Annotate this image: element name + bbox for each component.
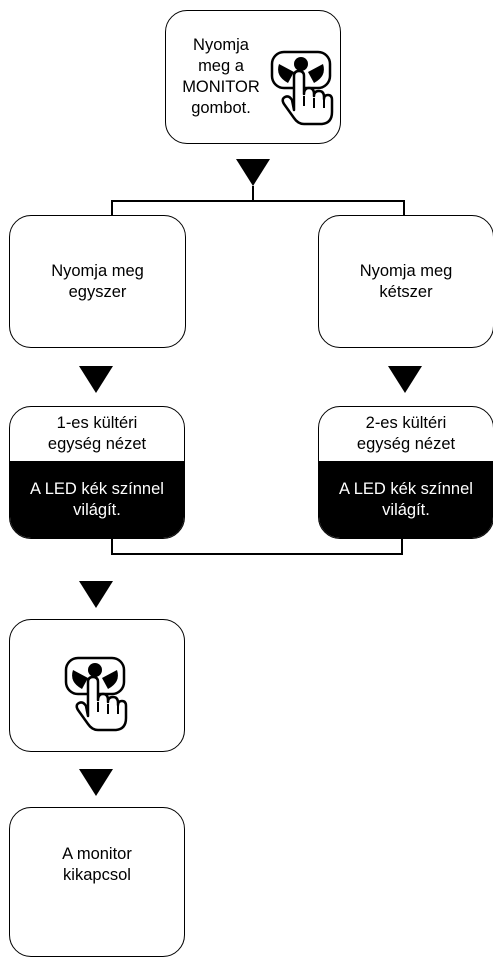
flow-arrow-down xyxy=(79,581,113,608)
monitor-button-press-icon xyxy=(64,656,128,732)
outdoor-unit-1-status-box: 1-es kültéri egység nézet A LED kék szín… xyxy=(9,406,185,539)
step-press-twice-box: Nyomja meg kétszer xyxy=(318,215,493,348)
outdoor-unit-2-led-label: A LED kék színnel világít. xyxy=(319,461,493,538)
monitor-button-press-icon xyxy=(270,50,334,126)
step-press-once-box: Nyomja meg egyszer xyxy=(9,215,186,348)
step-press-once-text: Nyomja meg egyszer xyxy=(51,261,144,301)
flow-arrow-down xyxy=(388,366,422,393)
step-press-twice-text: Nyomja meg kétszer xyxy=(359,261,453,301)
branch-connector xyxy=(403,200,405,216)
step-monitor-off-box: A monitor kikapcsol xyxy=(9,807,185,957)
branch-connector xyxy=(111,200,113,216)
outdoor-unit-2-view-label: 2-es kültéri egység nézet xyxy=(356,414,456,453)
step-press-monitor-text: Nyomja meg a MONITOR gombot. xyxy=(182,36,260,117)
merge-connector xyxy=(111,539,113,554)
merge-connector xyxy=(111,553,403,555)
step-monitor-off-text: A monitor kikapcsol xyxy=(62,845,132,884)
flow-arrow-down xyxy=(79,366,113,393)
outdoor-unit-1-led-label: A LED kék színnel világít. xyxy=(10,461,184,538)
branch-connector xyxy=(252,186,254,200)
flow-arrow-down xyxy=(79,769,113,796)
outdoor-unit-2-status-box: 2-es kültéri egység nézet A LED kék szín… xyxy=(318,406,493,539)
outdoor-unit-1-view-label: 1-es kültéri egység nézet xyxy=(47,414,147,453)
branch-connector xyxy=(111,200,404,202)
merge-connector xyxy=(401,539,403,554)
flow-arrow-down xyxy=(236,159,270,186)
